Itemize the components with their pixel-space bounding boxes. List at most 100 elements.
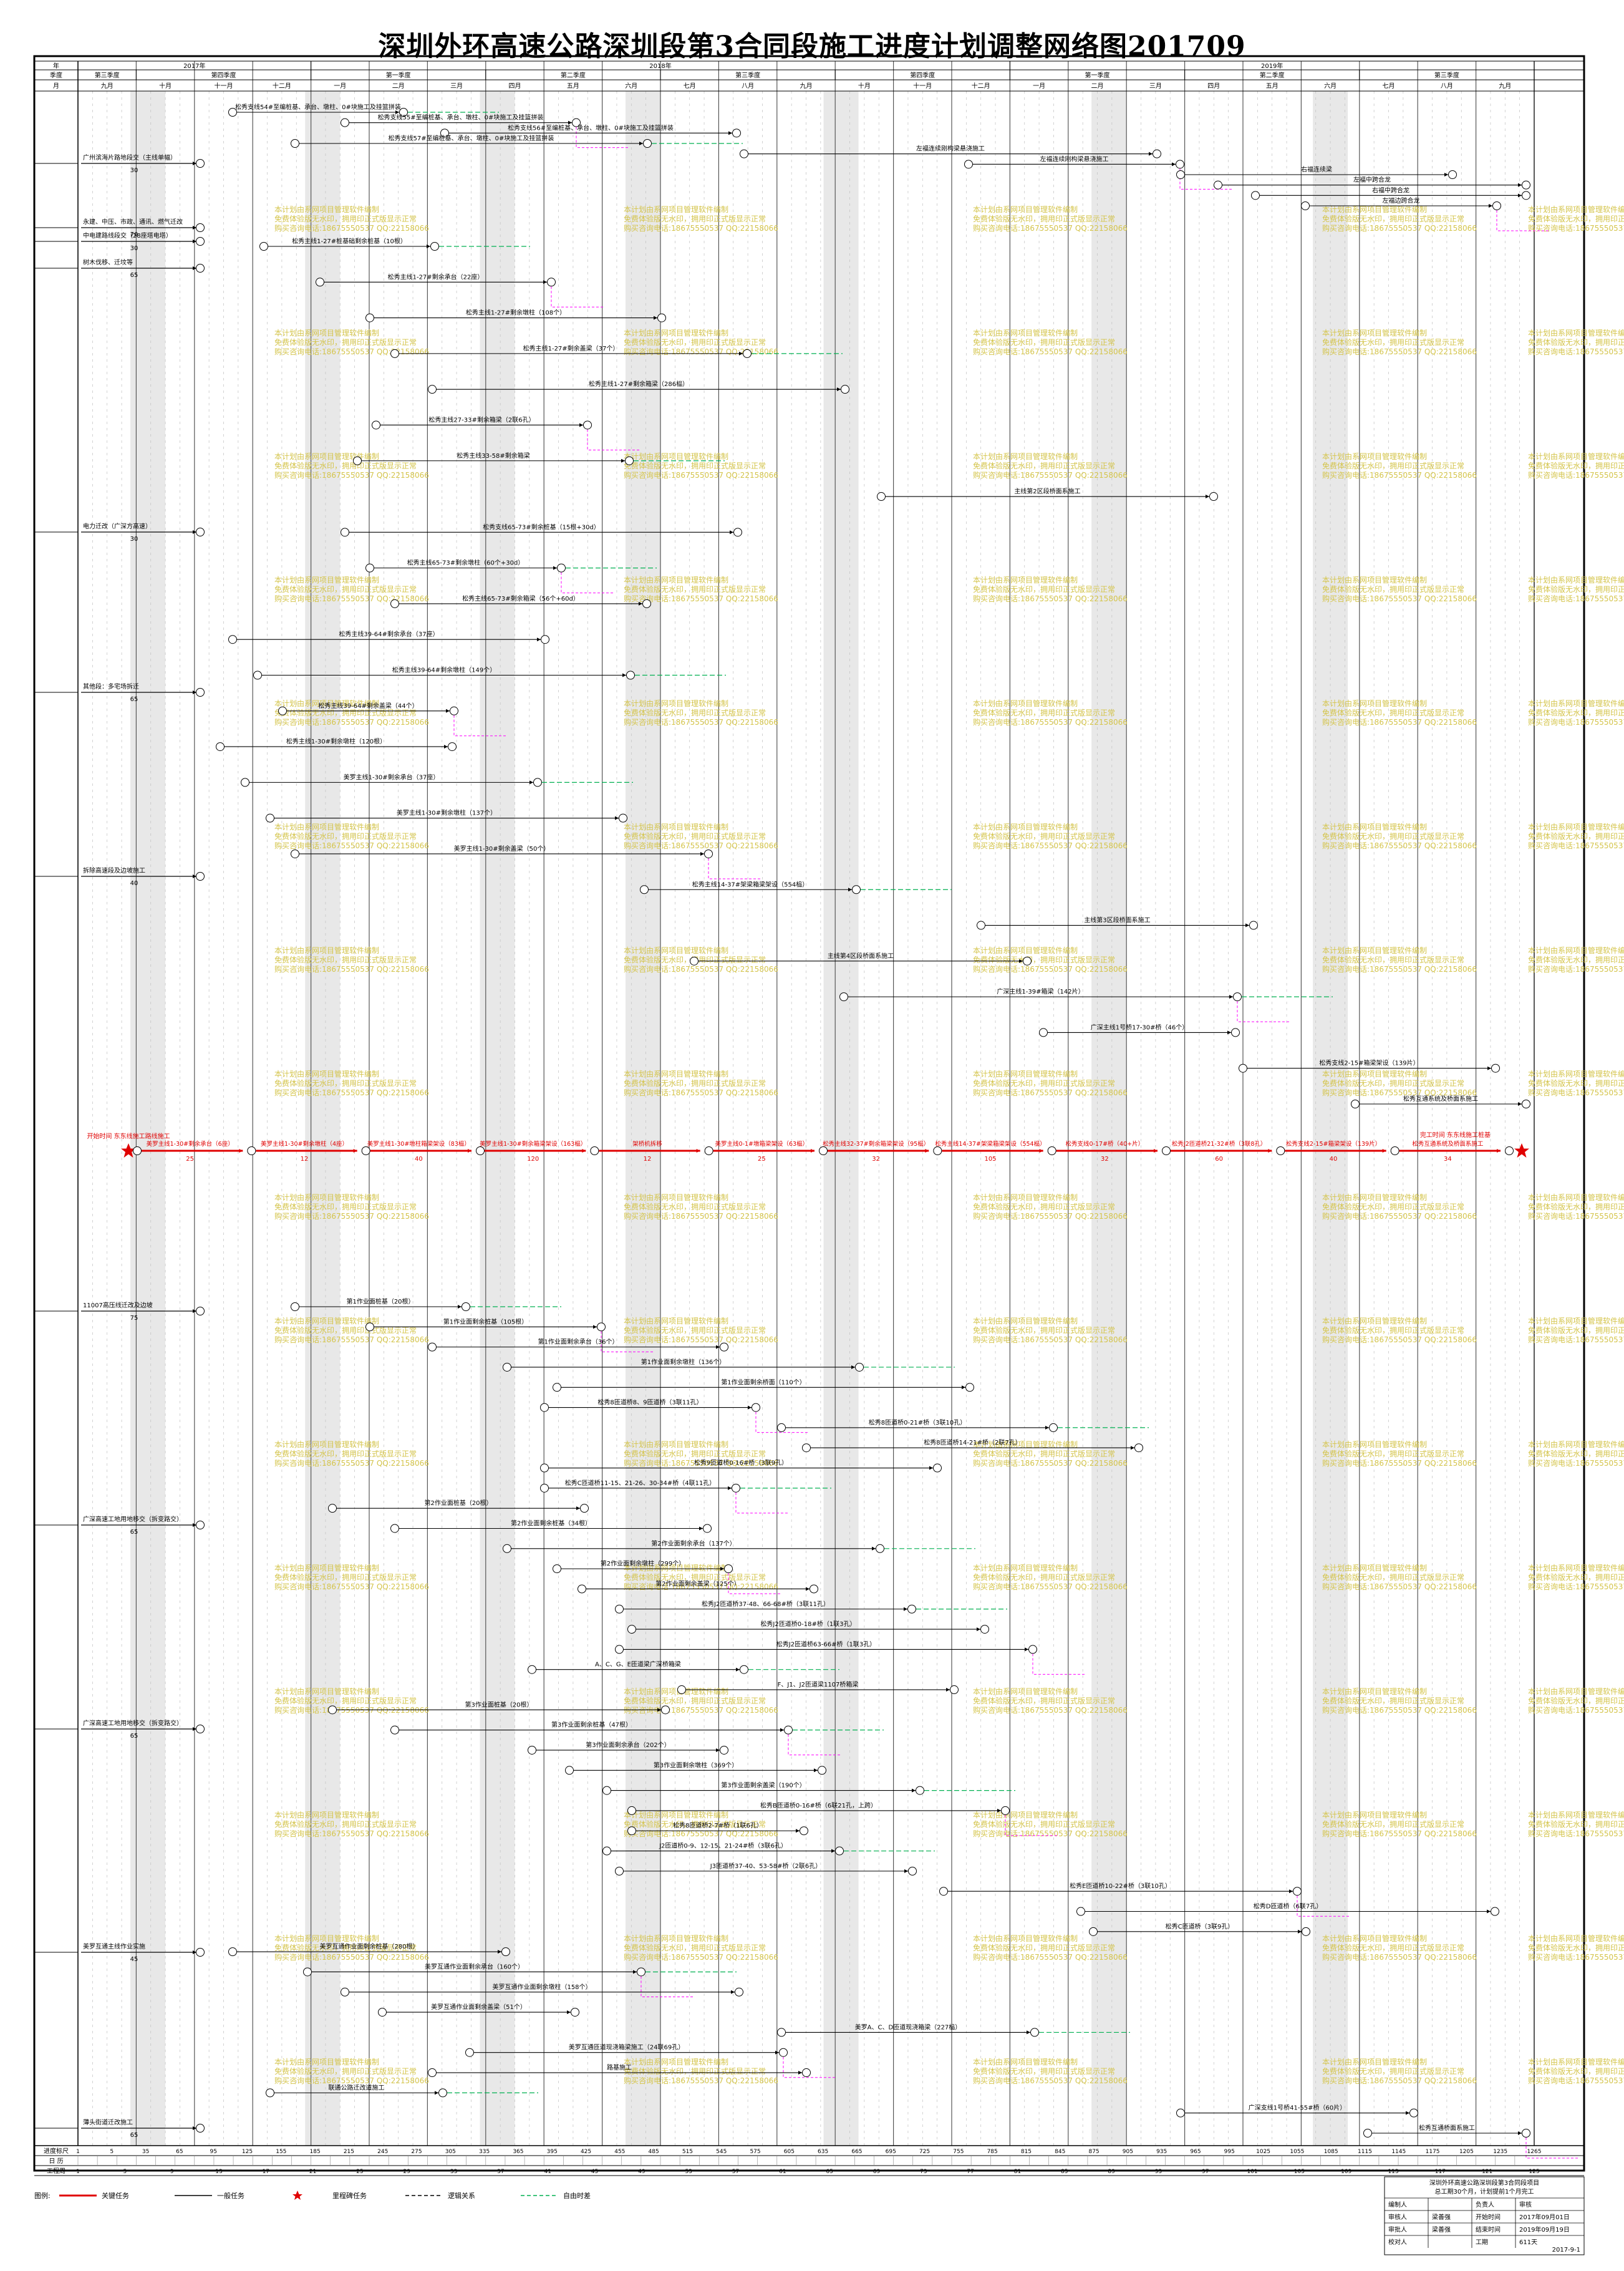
month-label: 八月 xyxy=(1441,82,1453,90)
info-key: 负责人 xyxy=(1476,2201,1494,2209)
watermark-text: 购买咨询电话:18675550537 QQ:22158066 xyxy=(1528,1335,1624,1344)
watermark-text: 免费体验版无水印，拥用印正式版显示正常 xyxy=(274,1078,417,1088)
event-node xyxy=(278,706,287,715)
watermark-text: 本计划由系网项目管理软件编制 xyxy=(274,205,379,214)
watermark-text: 购买咨询电话:18675550537 QQ:22158066 xyxy=(973,1458,1128,1468)
arrow-head xyxy=(193,690,196,694)
watermark-text: 免费体验版无水印，拥用印正式版显示正常 xyxy=(1322,708,1464,717)
event-node xyxy=(291,1302,299,1311)
event-node xyxy=(553,1383,561,1392)
event-node xyxy=(528,1745,536,1755)
month-label: 三月 xyxy=(450,82,463,90)
activity-label: A、C、G、E匝道梁广深桥箱梁 xyxy=(595,1660,681,1668)
week-tick: 101 xyxy=(1247,2169,1257,2175)
watermark-text: 免费体验版无水印，拥用印正式版显示正常 xyxy=(1322,1449,1464,1458)
month-label: 五月 xyxy=(567,82,579,90)
progress-tick: 365 xyxy=(513,2149,523,2155)
event-node xyxy=(1491,1907,1499,1916)
watermark-text: 购买咨询电话:18675550537 QQ:22158066 xyxy=(624,347,778,356)
arrow-head xyxy=(716,1345,720,1349)
lane-activity-label: 树木伐移、迁坟等 xyxy=(83,258,133,266)
event-node xyxy=(557,563,566,573)
progress-tick: 335 xyxy=(479,2149,490,2155)
watermark-text: 免费体验版无水印，拥用印正式版显示正常 xyxy=(1528,1202,1624,1211)
week-tick: 29 xyxy=(404,2169,411,2175)
activity-label: 第2作业面剩余墩柱（299个） xyxy=(601,1559,685,1567)
watermark-text: 免费体验版无水印，拥用印正式版显示正常 xyxy=(973,584,1115,594)
arrow-head xyxy=(193,1727,196,1731)
event-node xyxy=(303,1967,312,1977)
watermark-text: 免费体验版无水印，拥用印正式版显示正常 xyxy=(1322,831,1464,841)
progress-tick: 305 xyxy=(445,2149,456,2155)
watermark-text: 本计划由系网项目管理软件编制 xyxy=(1528,1193,1624,1202)
activity-label: 松秀主线14-37#架梁箱梁架设（554榀） xyxy=(692,880,809,888)
watermark-text: 购买咨询电话:18675550537 QQ:22158066 xyxy=(973,1335,1128,1344)
watermark-text: 免费体验版无水印，拥用印正式版显示正常 xyxy=(1528,831,1624,841)
progress-tick: 1175 xyxy=(1426,2149,1440,2155)
watermark-text: 本计划由系网项目管理软件编制 xyxy=(1528,328,1624,337)
month-label: 二月 xyxy=(1091,82,1104,90)
progress-tick: 5 xyxy=(110,2149,114,2155)
event-node xyxy=(196,2124,205,2133)
week-tick: 109 xyxy=(1341,2169,1351,2175)
activity-label: 联通公路迁改道施工 xyxy=(329,2083,385,2091)
activity-label: 松秀主线1-27#剩余盖梁（37个） xyxy=(523,344,619,352)
logic-link xyxy=(587,429,639,450)
lane-activity-duration: 40 xyxy=(130,880,138,887)
event-node xyxy=(704,1146,713,1155)
shade-band xyxy=(1313,91,1348,2146)
activity-label: 第1作业面剩余桩基（105根） xyxy=(443,1317,528,1325)
watermark-text: 购买咨询电话:18675550537 QQ:22158066 xyxy=(624,1458,778,1468)
arrow-head xyxy=(837,387,841,392)
event-node xyxy=(196,528,205,536)
legend-label: 里程碑任务 xyxy=(332,2192,367,2200)
progress-tick: 425 xyxy=(581,2149,591,2155)
watermark-text: 本计划由系网项目管理软件编制 xyxy=(624,699,728,708)
logic-link xyxy=(640,1976,693,1997)
watermark-text: 本计划由系网项目管理软件编制 xyxy=(624,205,728,214)
logic-link xyxy=(728,1573,780,1594)
activity-label: 广深支线1号桥41-55#桥（60片） xyxy=(1249,2104,1346,2112)
event-node xyxy=(1176,2108,1185,2118)
activity-label: 松秀8匝道桥14-21#桥（2联7孔） xyxy=(924,1438,1022,1446)
activity-label: 松秀主线27-33#剩余箱梁（2联6孔） xyxy=(428,415,534,424)
watermark-text: 本计划由系网项目管理软件编制 xyxy=(1322,328,1427,337)
event-node xyxy=(810,1584,818,1594)
watermark-text: 免费体验版无水印，拥用印正式版显示正常 xyxy=(1322,1572,1464,1582)
event-node xyxy=(661,1705,670,1715)
month-row-label: 月 xyxy=(53,82,59,90)
week-tick: 61 xyxy=(779,2169,786,2175)
event-node xyxy=(1293,1887,1302,1896)
activity-label: 松秀J2匝道桥0-18#桥（1联3孔） xyxy=(760,1620,856,1628)
arrow-head xyxy=(193,1950,196,1954)
watermark-text: 购买咨询电话:18675550537 QQ:22158066 xyxy=(274,223,429,233)
arrow-head xyxy=(446,709,450,713)
watermark-text: 免费体验版无水印，拥用印正式版显示正常 xyxy=(973,1325,1115,1335)
activity-label: 松秀8匝道桥2-7#桥（1联6孔） xyxy=(673,1821,763,1829)
event-node xyxy=(253,671,262,680)
arrow-head xyxy=(700,851,704,856)
progress-tick: 1 xyxy=(76,2149,80,2155)
event-node xyxy=(266,2088,274,2098)
event-node xyxy=(196,688,205,697)
progress-tick: 995 xyxy=(1224,2149,1235,2155)
arrow-head xyxy=(639,142,643,145)
arrow-head xyxy=(1518,193,1522,198)
event-node xyxy=(428,2068,437,2078)
arrow-head xyxy=(1172,162,1176,167)
watermark-text: 本计划由系网项目管理软件编制 xyxy=(624,452,728,461)
event-node xyxy=(703,1524,712,1533)
watermark-text: 本计划由系网项目管理软件编制 xyxy=(624,1810,728,1819)
month-label: 九月 xyxy=(800,82,813,90)
activity-label: 松秀主线65-73#剩余墩柱（60个+30d） xyxy=(407,559,524,567)
week-tick: 33 xyxy=(450,2169,457,2175)
activity-label: 右福连续梁 xyxy=(1301,165,1332,173)
event-node xyxy=(540,1403,549,1412)
event-node xyxy=(328,1504,337,1513)
watermark-text: 免费体验版无水印，拥用印正式版显示正常 xyxy=(973,2066,1115,2076)
watermark-text: 购买咨询电话:18675550537 QQ:22158066 xyxy=(1322,841,1477,850)
event-node xyxy=(399,108,408,117)
event-node xyxy=(939,1887,948,1896)
